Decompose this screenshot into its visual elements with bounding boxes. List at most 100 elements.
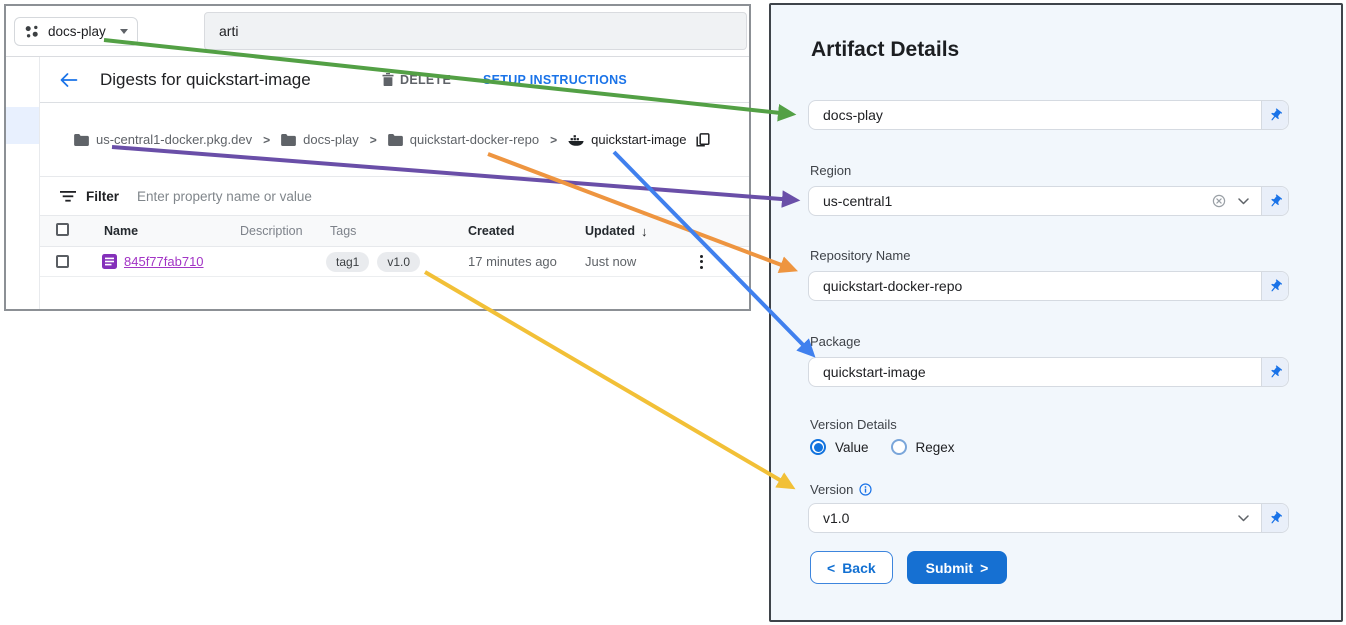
radio-value[interactable]: Value (810, 439, 869, 455)
pin-button[interactable] (1261, 101, 1288, 129)
chevron-right-icon: > (263, 132, 271, 147)
version-label-row: Version (810, 482, 872, 497)
trash-icon (382, 73, 394, 86)
project-switcher-label: docs-play (48, 24, 106, 39)
version-label: Version (810, 482, 854, 497)
region-field[interactable]: us-central1 (808, 186, 1289, 216)
panel-actions: < Back Submit > (810, 551, 1008, 584)
radio-regex[interactable]: Regex (890, 439, 955, 455)
version-field[interactable]: v1.0 (808, 503, 1289, 533)
chevron-down-icon[interactable] (1238, 197, 1249, 205)
project-field-value[interactable]: docs-play (823, 107, 883, 123)
folder-icon (387, 133, 403, 146)
breadcrumb: us-central1-docker.pkg.dev > docs-play >… (40, 103, 749, 177)
region-label: Region (810, 163, 852, 178)
info-icon[interactable] (859, 483, 872, 496)
breadcrumb-item-repository[interactable]: quickstart-docker-repo (387, 132, 539, 147)
pin-button[interactable] (1261, 504, 1288, 532)
version-field-value[interactable]: v1.0 (823, 510, 850, 526)
repository-label: Repository Name (810, 248, 911, 263)
setup-instructions-link[interactable]: SETUP INSTRUCTIONS (483, 73, 627, 87)
copy-icon[interactable] (696, 132, 711, 147)
tag-chip[interactable]: tag1 (326, 251, 370, 272)
pin-button[interactable] (1261, 358, 1288, 386)
pin-icon (1270, 194, 1282, 206)
delete-button-label: DELETE (400, 72, 452, 87)
tags-cell: tag1 v1.0 (326, 247, 421, 276)
left-nav-rail (6, 57, 40, 309)
submit-button[interactable]: Submit > (906, 551, 1008, 584)
panel-title: Artifact Details (811, 38, 960, 61)
radio-selected-icon[interactable] (810, 439, 826, 455)
filter-icon (60, 190, 76, 202)
pin-icon (1270, 365, 1282, 377)
row-checkbox[interactable] (56, 254, 69, 268)
page-title: Digests for quickstart-image (100, 69, 311, 89)
column-header-updated[interactable]: Updated ↓ (585, 216, 648, 246)
column-header-created[interactable]: Created (468, 224, 515, 238)
artifact-details-panel: Artifact Details docs-play Region us-cen… (769, 3, 1343, 622)
submit-button-label: Submit (925, 559, 974, 576)
column-header-updated-label: Updated (585, 224, 635, 238)
console-topbar: docs-play (6, 6, 749, 57)
created-cell: 17 minutes ago (468, 254, 557, 269)
project-switcher[interactable]: docs-play (14, 17, 138, 46)
select-all-checkbox[interactable] (56, 223, 69, 236)
clear-icon[interactable] (1212, 194, 1226, 208)
pin-button[interactable] (1261, 272, 1288, 300)
filter-bar[interactable]: Filter Enter property name or value (40, 177, 749, 216)
back-button[interactable]: < Back (810, 551, 893, 584)
filter-label: Filter (86, 188, 120, 204)
pin-icon (1270, 108, 1282, 120)
digest-icon (102, 254, 117, 269)
region-field-value[interactable]: us-central1 (823, 193, 893, 209)
package-field-value[interactable]: quickstart-image (823, 364, 926, 380)
column-header-description[interactable]: Description (240, 224, 303, 238)
radio-regex-label: Regex (915, 439, 955, 455)
column-header-tags[interactable]: Tags (330, 224, 357, 238)
radio-value-label: Value (835, 439, 869, 455)
folder-icon (281, 133, 296, 146)
package-label: Package (810, 334, 861, 349)
updated-cell: Just now (585, 254, 637, 269)
page-header: Digests for quickstart-image DELETE SETU… (40, 57, 749, 103)
tag-chip[interactable]: v1.0 (377, 251, 421, 272)
pin-button[interactable] (1261, 187, 1288, 215)
breadcrumb-item-project[interactable]: docs-play (281, 132, 359, 147)
chevron-right-icon: > (550, 132, 558, 147)
pin-icon (1270, 279, 1282, 291)
project-icon (24, 24, 40, 40)
table-header-row: Name Description Tags Created Updated ↓ (40, 216, 749, 247)
breadcrumb-label: us-central1-docker.pkg.dev (96, 132, 253, 147)
digest-name-link[interactable]: 845f77fab710 (124, 254, 204, 269)
repository-field-value[interactable]: quickstart-docker-repo (823, 278, 963, 294)
digest-link[interactable]: 845f77fab710 (102, 247, 204, 276)
chevron-left-icon: < (827, 559, 836, 576)
row-overflow-menu[interactable] (700, 254, 703, 269)
repository-field[interactable]: quickstart-docker-repo (808, 271, 1289, 301)
chevron-right-icon: > (980, 559, 989, 576)
chevron-down-icon[interactable] (1238, 514, 1249, 522)
search-input[interactable] (204, 12, 747, 50)
sort-desc-icon: ↓ (641, 223, 648, 239)
delete-button[interactable]: DELETE (382, 73, 451, 87)
breadcrumb-item-package[interactable]: quickstart-image (568, 132, 686, 147)
breadcrumb-label: docs-play (303, 132, 359, 147)
back-arrow-icon[interactable] (60, 72, 78, 87)
chevron-right-icon: > (369, 132, 377, 147)
breadcrumb-item-registry[interactable]: us-central1-docker.pkg.dev (74, 132, 252, 147)
setup-instructions-label: SETUP INSTRUCTIONS (483, 72, 628, 87)
console-window: docs-play Digests for quickstart-image D… (4, 4, 751, 311)
column-header-name[interactable]: Name (104, 224, 139, 238)
breadcrumb-label: quickstart-image (591, 132, 687, 147)
caret-down-icon (120, 29, 128, 34)
folder-icon (74, 133, 89, 146)
version-details-radio-group: Value Regex (810, 439, 955, 455)
table-row: 845f77fab710 tag1 v1.0 17 minutes ago Ju… (40, 247, 749, 277)
project-field[interactable]: docs-play (808, 100, 1289, 130)
package-field[interactable]: quickstart-image (808, 357, 1289, 387)
left-nav-selected-item[interactable] (6, 107, 39, 144)
back-button-label: Back (842, 559, 876, 576)
radio-unselected-icon[interactable] (890, 439, 907, 455)
